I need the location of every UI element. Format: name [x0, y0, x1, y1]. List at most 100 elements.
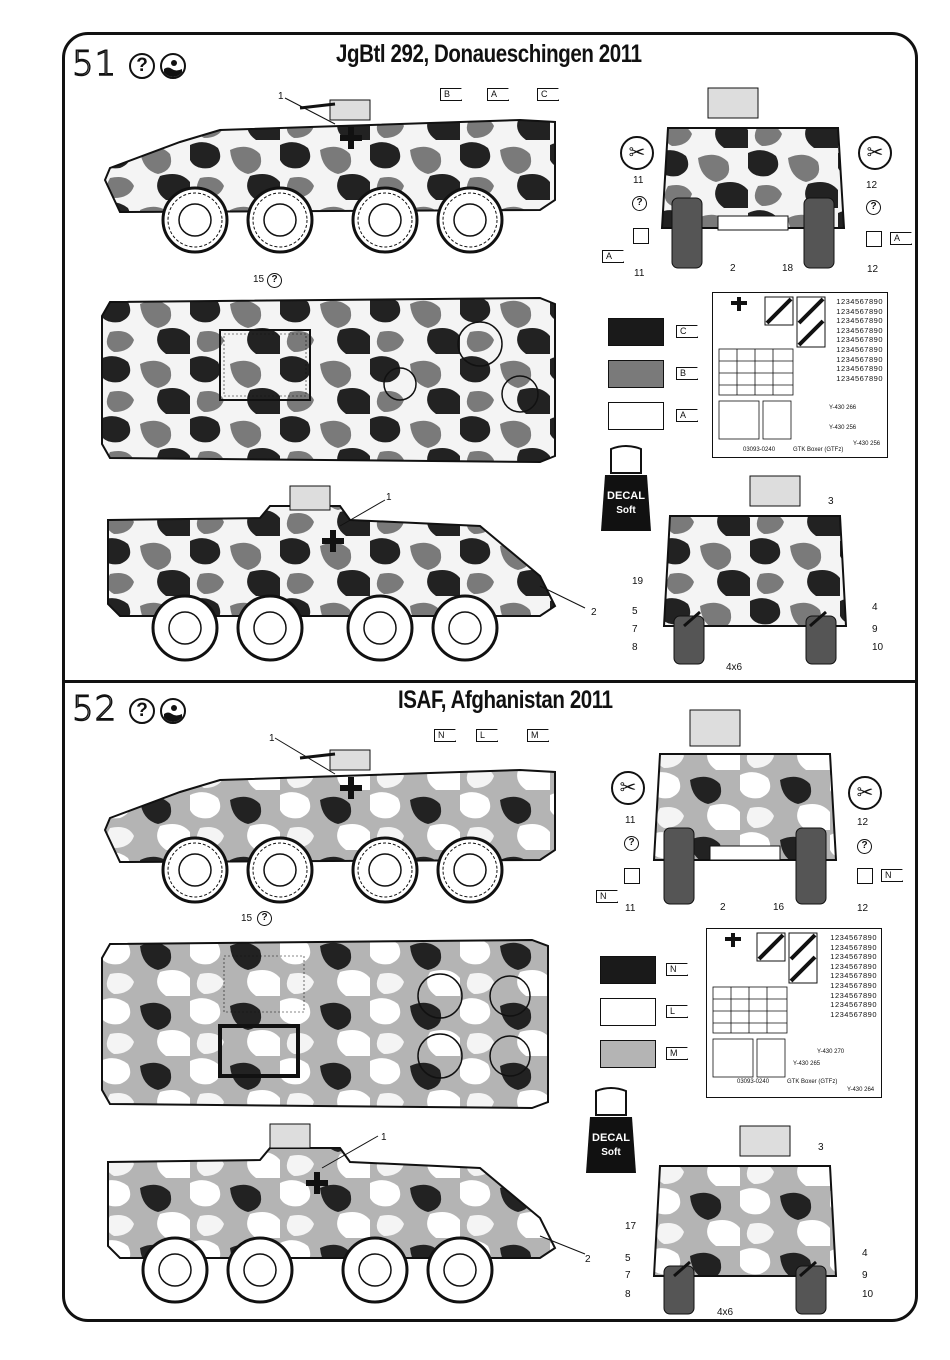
- callout-label: 1: [278, 91, 284, 102]
- decal-sheet: 1234567890 1234567890 1234567890 1234567…: [706, 928, 882, 1098]
- callout-label: 8: [625, 1289, 631, 1300]
- decal-position-box: [624, 868, 640, 884]
- color-tag: C: [537, 88, 559, 101]
- sheet-code: 03093-0240: [743, 447, 776, 453]
- color-swatch-b: [608, 360, 664, 388]
- decal-number-row: 1234567890: [836, 335, 883, 345]
- plate-code: Y-430 265: [793, 1061, 821, 1067]
- callout-label: 2: [720, 902, 726, 913]
- callout-label: 8: [632, 642, 638, 653]
- question-icon: ?: [624, 836, 639, 851]
- vehicle-rear-view: [652, 1125, 838, 1315]
- callout-label: 7: [625, 1270, 631, 1281]
- question-icon: ?: [866, 200, 881, 215]
- decal-number-column: 1234567890 1234567890 1234567890 1234567…: [836, 297, 883, 383]
- callout-label: 4: [862, 1248, 868, 1259]
- decal-number-row: 1234567890: [830, 961, 877, 971]
- section-divider: [62, 680, 918, 683]
- plate-code: Y-430 256: [829, 425, 857, 431]
- decal-number-row: 1234567890: [830, 952, 877, 962]
- color-tag: B: [440, 88, 462, 101]
- callout-label: 11: [633, 175, 644, 186]
- vehicle-side-view: [103, 97, 556, 254]
- color-tag: N: [596, 890, 618, 903]
- callout-label: 1: [381, 1132, 387, 1143]
- question-icon: ?: [129, 53, 155, 79]
- color-tag: M: [666, 1047, 688, 1060]
- decal-number-row: 1234567890: [836, 316, 883, 326]
- bottle-label: Soft: [616, 505, 636, 516]
- callout-label: 19: [632, 576, 644, 587]
- callout-label: 2: [585, 1254, 591, 1265]
- vehicle-side-view-right: [107, 1123, 586, 1304]
- vehicle-front-view: [652, 709, 838, 905]
- color-tag: N: [434, 729, 456, 742]
- color-tag: A: [676, 409, 698, 422]
- callout-label: 17: [625, 1221, 637, 1232]
- decal-position-box: [866, 231, 882, 247]
- callout-label: 2: [730, 263, 736, 274]
- decal-sheet: 1234567890 1234567890 1234567890 1234567…: [712, 292, 888, 458]
- callout-label: 11: [625, 903, 636, 914]
- decal-number-row: 1234567890: [830, 933, 877, 942]
- color-tag: B: [676, 367, 698, 380]
- decal-number-row: 1234567890: [836, 344, 883, 354]
- scissors-icon: ✂: [620, 136, 654, 170]
- plate-code: Y-430 264: [847, 1087, 875, 1093]
- color-tag: M: [527, 729, 549, 742]
- callout-label: 15: [241, 913, 253, 924]
- callout-label: 3: [828, 496, 834, 507]
- step-title: ISAF, Afghanistan 2011: [398, 686, 613, 714]
- color-tag: A: [487, 88, 509, 101]
- callout-label: 11: [634, 268, 645, 279]
- sheet-code: 03093-0240: [737, 1079, 770, 1085]
- scissors-icon: ✂: [858, 136, 892, 170]
- scissors-icon: ✂: [848, 776, 882, 810]
- decal-soft-bottle: DECAL Soft: [582, 1085, 640, 1177]
- callout-label: 4x6: [726, 662, 743, 673]
- callout-label: 1: [386, 492, 392, 503]
- decal-number-row: 1234567890: [830, 971, 877, 981]
- callout-label: 18: [782, 263, 794, 274]
- step-number: 52: [71, 688, 118, 729]
- callout-label: 12: [857, 903, 869, 914]
- color-tag: L: [666, 1005, 688, 1018]
- step-number: 51: [71, 43, 118, 84]
- callout-label: 15: [253, 274, 265, 285]
- color-tag: N: [881, 869, 903, 882]
- decal-number-row: 1234567890: [836, 325, 883, 335]
- callout-label: 5: [632, 606, 638, 617]
- decal-number-row: 1234567890: [836, 354, 883, 364]
- color-tag: A: [890, 232, 912, 245]
- decal-soft-bottle: DECAL Soft: [597, 443, 655, 535]
- decal-number-row: 1234567890: [830, 1009, 877, 1019]
- color-swatch-l: [600, 998, 656, 1026]
- decal-number-row: 1234567890: [830, 942, 877, 952]
- decal-position-box: [633, 228, 649, 244]
- color-tag: L: [476, 729, 498, 742]
- callout-label: 7: [632, 624, 638, 635]
- decal-number-row: 1234567890: [836, 364, 883, 374]
- question-icon: ?: [257, 911, 272, 926]
- water-decal-icon: [160, 53, 186, 79]
- scissors-icon: ✂: [611, 771, 645, 805]
- callout-label: 12: [857, 817, 869, 828]
- plate-code: Y-430 270: [817, 1049, 845, 1055]
- question-icon: ?: [632, 196, 647, 211]
- bottle-label: Soft: [601, 1147, 621, 1158]
- sheet-caption: GTK Boxer (GTFz): [793, 447, 844, 453]
- callout-label: 9: [862, 1270, 868, 1281]
- plate-code: Y-430 266: [829, 405, 857, 411]
- decal-number-row: 1234567890: [830, 980, 877, 990]
- callout-label: 3: [818, 1142, 824, 1153]
- decal-number-row: 1234567890: [836, 373, 883, 383]
- decal-number-row: 1234567890: [830, 990, 877, 1000]
- decal-position-box: [857, 868, 873, 884]
- color-tag: A: [602, 250, 624, 263]
- decal-number-row: 1234567890: [830, 1000, 877, 1010]
- bottle-label: DECAL: [607, 490, 645, 502]
- vehicle-side-view: [103, 737, 556, 904]
- color-tag: N: [666, 963, 688, 976]
- plate-code: Y-430 256: [853, 441, 881, 447]
- callout-label: 5: [625, 1253, 631, 1264]
